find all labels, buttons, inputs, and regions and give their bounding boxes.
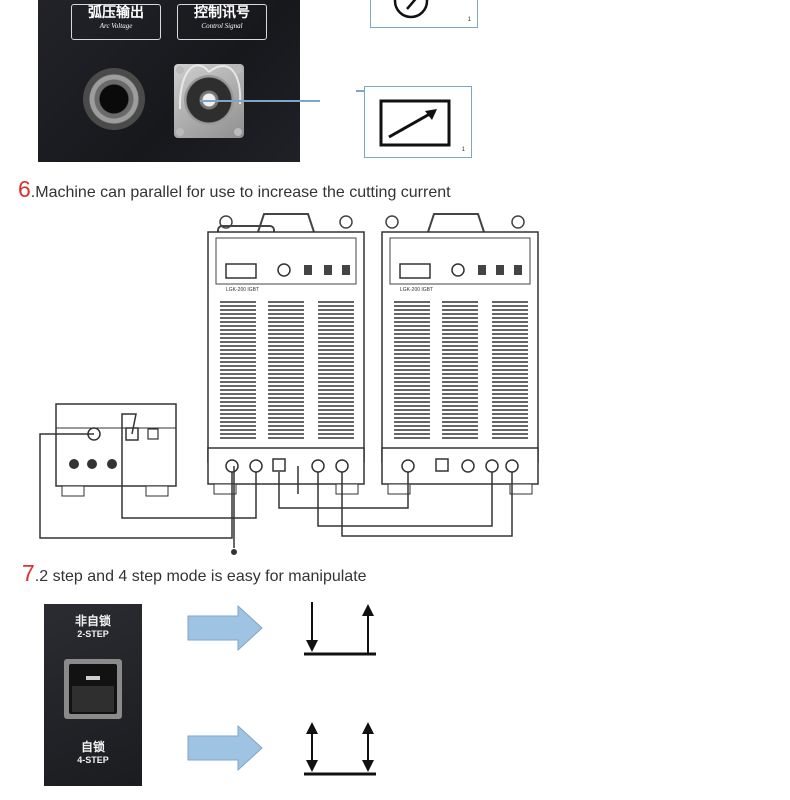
four-step-arrow-icon [187, 725, 263, 771]
callout-mark: 1 [461, 147, 465, 153]
arc-voltage-socket [83, 68, 145, 130]
machine-right-model: LGK-200 IGBT [400, 287, 433, 293]
adjust-callout: 1 [364, 86, 472, 158]
two-step-arrow-icon [187, 605, 263, 651]
four-step-label: 自锁 4-STEP [44, 740, 142, 766]
section-7-title: 7.2 step and 4 step mode is easy for man… [22, 560, 367, 587]
connector-wire-icon [176, 64, 242, 136]
two-step-label: 非自锁 2-STEP [44, 614, 142, 640]
four-step-timing-icon [304, 722, 376, 776]
wiring-cables [39, 413, 513, 548]
arc-voltage-plate: 弧压输出 Arc Voltage [71, 4, 161, 40]
callout-leader-joint [356, 90, 366, 92]
gauge-icon [393, 0, 429, 19]
arc-voltage-label-en: Arc Voltage [99, 22, 133, 30]
section-6-number: 6 [18, 176, 31, 202]
section-6-text: .Machine can parallel for use to increas… [30, 184, 451, 201]
machine-left [207, 213, 365, 495]
machine-right [381, 213, 539, 495]
machine-left-model: LGK-200 IGBT [226, 287, 259, 293]
two-step-label-cn: 非自锁 [74, 614, 111, 628]
four-step-label-en: 4-STEP [77, 755, 109, 765]
four-step-label-cn: 自锁 [80, 740, 105, 754]
section-7-text: .2 step and 4 step mode is easy for mani… [34, 568, 367, 585]
two-step-timing-icon [304, 602, 376, 656]
callout-mark: 1 [467, 17, 471, 23]
meter-callout: 1 [370, 0, 478, 28]
arc-voltage-label-cn: 弧压输出 [88, 5, 144, 21]
parallel-wiring-diagram: LGK-200 IGBT LGK-200 IGBT [39, 213, 539, 555]
control-panel-photo: 弧压输出 Arc Voltage 控制讯号 Control Signal [38, 0, 300, 162]
control-signal-plate: 控制讯号 Control Signal [177, 4, 267, 40]
control-signal-label-cn: 控制讯号 [194, 5, 250, 21]
adjust-arrow-icon [379, 99, 451, 147]
rocker-switch [64, 659, 122, 719]
control-signal-label-en: Control Signal [201, 22, 243, 30]
section-7-number: 7 [22, 560, 35, 586]
step-mode-switch-photo: 非自锁 2-STEP 自锁 4-STEP [44, 604, 142, 786]
callout-leader-line [200, 100, 320, 102]
ground-terminal [231, 549, 237, 555]
section-6-title: 6.Machine can parallel for use to increa… [18, 176, 451, 203]
control-box [55, 403, 177, 497]
two-step-label-en: 2-STEP [77, 629, 109, 639]
